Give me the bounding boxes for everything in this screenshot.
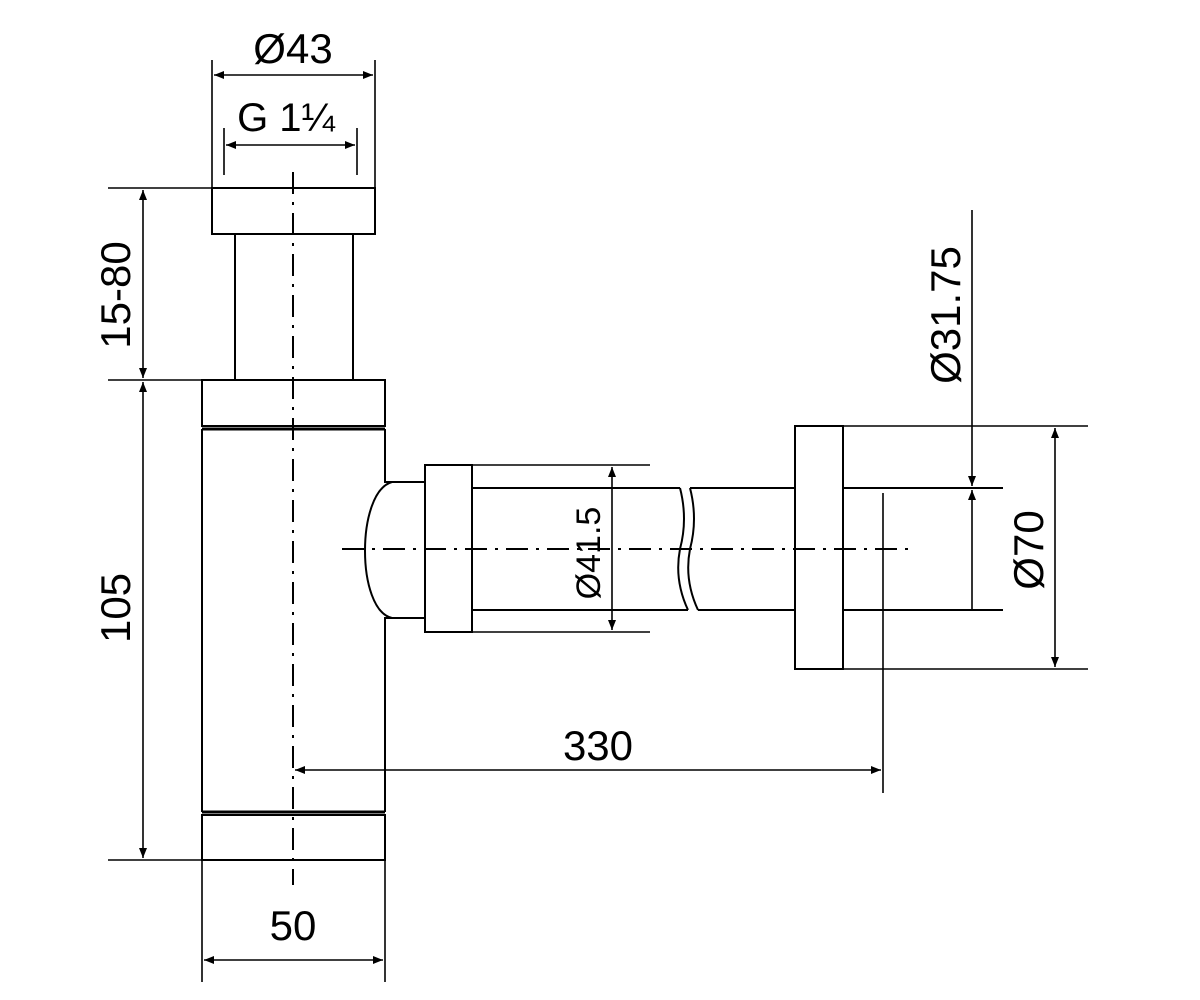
label-body-width: 50: [270, 902, 317, 949]
dim-rosette-diameter: [843, 425, 1088, 670]
tail-pipe: [234, 234, 354, 380]
dim-top-diameter: [211, 60, 376, 188]
label-thread: G 1¼: [237, 96, 335, 140]
label-rosette-diameter: Ø70: [1005, 510, 1052, 589]
dim-body-height: [108, 382, 202, 861]
label-body-height: 105: [92, 573, 139, 643]
wall-rosette: [794, 425, 1003, 670]
dim-height-adjust: [108, 187, 212, 381]
label-top-diameter: Ø43: [253, 25, 332, 72]
dim-body-width: [201, 860, 386, 982]
dim-thread: [223, 128, 358, 175]
label-horizontal-length: 330: [563, 722, 633, 769]
dim-horizontal-length: [295, 493, 884, 793]
label-pipe-diameter: Ø41.5: [570, 507, 608, 600]
dim-pipe-diameter: [472, 464, 650, 633]
label-height-adjust: 15-80: [92, 241, 139, 348]
bottle-body: [201, 429, 425, 812]
label-outlet-diameter: Ø31.75: [922, 246, 969, 384]
